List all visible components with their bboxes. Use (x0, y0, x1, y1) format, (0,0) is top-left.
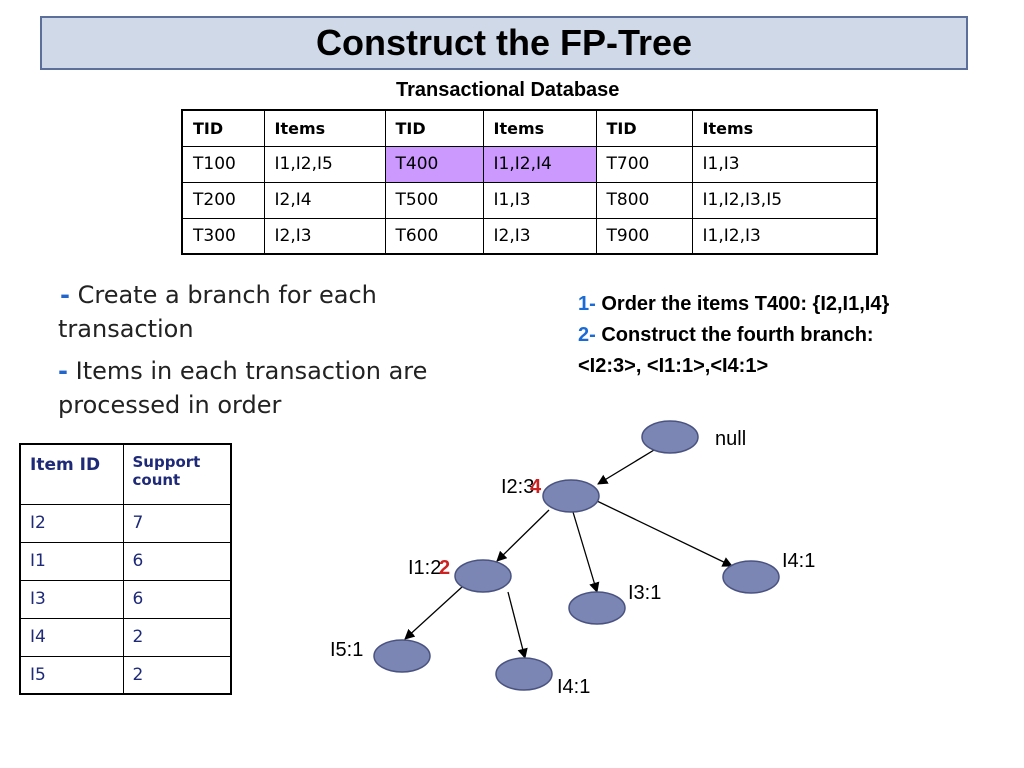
highlighted-cell: T400 (384, 145, 484, 183)
bullet-dash: - (58, 357, 68, 385)
edge-i1-to-i5 (404, 586, 463, 640)
table-cell: I2,I3 (263, 217, 386, 255)
table-cell: T500 (384, 181, 484, 219)
label-i1: I1:2 (408, 557, 441, 579)
edge-i2-to-i1 (496, 509, 550, 562)
label-i2-updated-count: 4 (530, 476, 542, 498)
page-title: Construct the FP-Tree (315, 22, 693, 63)
label-i3: I3:1 (628, 582, 661, 604)
tree-node-i4-right (722, 560, 780, 594)
step-number: 1- (578, 293, 596, 315)
bullet-dash: - (60, 281, 70, 309)
table-cell: T200 (181, 181, 265, 219)
table-cell: T300 (181, 217, 265, 255)
tree-node-i3 (568, 591, 626, 625)
table-cell: 6 (122, 541, 232, 581)
label-i4-low: I4:1 (557, 676, 590, 698)
table-cell: I1 (19, 541, 124, 581)
tree-node-null (641, 420, 699, 454)
tree-node-i5 (373, 639, 431, 673)
support-count-table: Item ID Support count I2 7 I1 6 I3 6 I4 … (19, 443, 232, 695)
label-i5: I5:1 (330, 639, 363, 661)
tree-node-i4-low (495, 657, 553, 691)
table-row: I5 2 (19, 655, 232, 695)
table-header-row: TID Items TID Items TID Items (181, 109, 878, 147)
table-row: I4 2 (19, 617, 232, 657)
steps-box: 1- Order the items T400: {I2,I1,I4} 2- C… (578, 289, 889, 382)
tree-node-i1 (454, 559, 512, 593)
label-i4-right: I4:1 (782, 550, 815, 572)
database-caption: Transactional Database (396, 79, 620, 101)
table-cell: I5 (19, 655, 124, 695)
table-cell: 2 (122, 617, 232, 657)
step-text: Construct the fourth branch: (601, 324, 874, 346)
header-cell: Item ID (19, 443, 124, 505)
step-text: Order the items T400: {I2,I1,I4} (601, 293, 890, 315)
step-2-detail: <I2:3>, <I1:1>,<I4:1> (578, 355, 769, 377)
bullet-process-order: - Items in each transaction are processe… (58, 354, 427, 422)
bullet-text: Create a branch for each (77, 281, 377, 309)
table-cell: I4 (19, 617, 124, 657)
table-cell: I1,I2,I5 (263, 145, 386, 183)
transactional-database-table: TID Items TID Items TID Items T100 I1,I2… (181, 109, 878, 255)
edge-i2-to-i3 (572, 511, 600, 593)
header-cell: Support count (122, 443, 232, 505)
header-cell: Items (263, 109, 386, 147)
step-1: 1- Order the items T400: {I2,I1,I4} (578, 289, 889, 320)
header-cell: TID (595, 109, 693, 147)
table-cell: 2 (122, 655, 232, 695)
table-cell: 7 (122, 503, 232, 543)
table-row: I2 7 (19, 503, 232, 543)
step-number: 2- (578, 324, 596, 346)
table-cell: I1,I3 (482, 181, 597, 219)
edge-i2-to-i4 (596, 500, 733, 567)
bullet-text: Items in each transaction are (75, 357, 428, 385)
table-cell: I2,I3 (482, 217, 597, 255)
step-2: 2- Construct the fourth branch: (578, 320, 889, 351)
table-row: T300 I2,I3 T600 I2,I3 T900 I1,I2,I3 (181, 217, 878, 255)
table-cell: T600 (384, 217, 484, 255)
highlighted-cell: I1,I2,I4 (482, 145, 597, 183)
table-header-row: Item ID Support count (19, 443, 232, 505)
table-row: I1 6 (19, 541, 232, 581)
label-null: null (715, 428, 746, 450)
table-cell: T900 (595, 217, 693, 255)
edge-null-to-i2 (597, 446, 660, 485)
edge-i1-to-i4 (507, 591, 528, 660)
title-bar: Construct the FP-Tree (40, 16, 968, 70)
bullet-text: transaction (58, 315, 194, 343)
table-cell: T800 (595, 181, 693, 219)
tree-node-i2 (542, 479, 600, 513)
label-i1-updated-count: 2 (439, 557, 450, 579)
bullet-text: processed in order (58, 391, 282, 419)
table-cell: I3 (19, 579, 124, 619)
table-row: T100 I1,I2,I5 T400 I1,I2,I4 T700 I1,I3 (181, 145, 878, 183)
table-cell: I1,I2,I3 (691, 217, 878, 255)
bullet-create-branch: - Create a branch for each transaction (58, 278, 377, 346)
label-i2: I2:3 (501, 476, 534, 498)
